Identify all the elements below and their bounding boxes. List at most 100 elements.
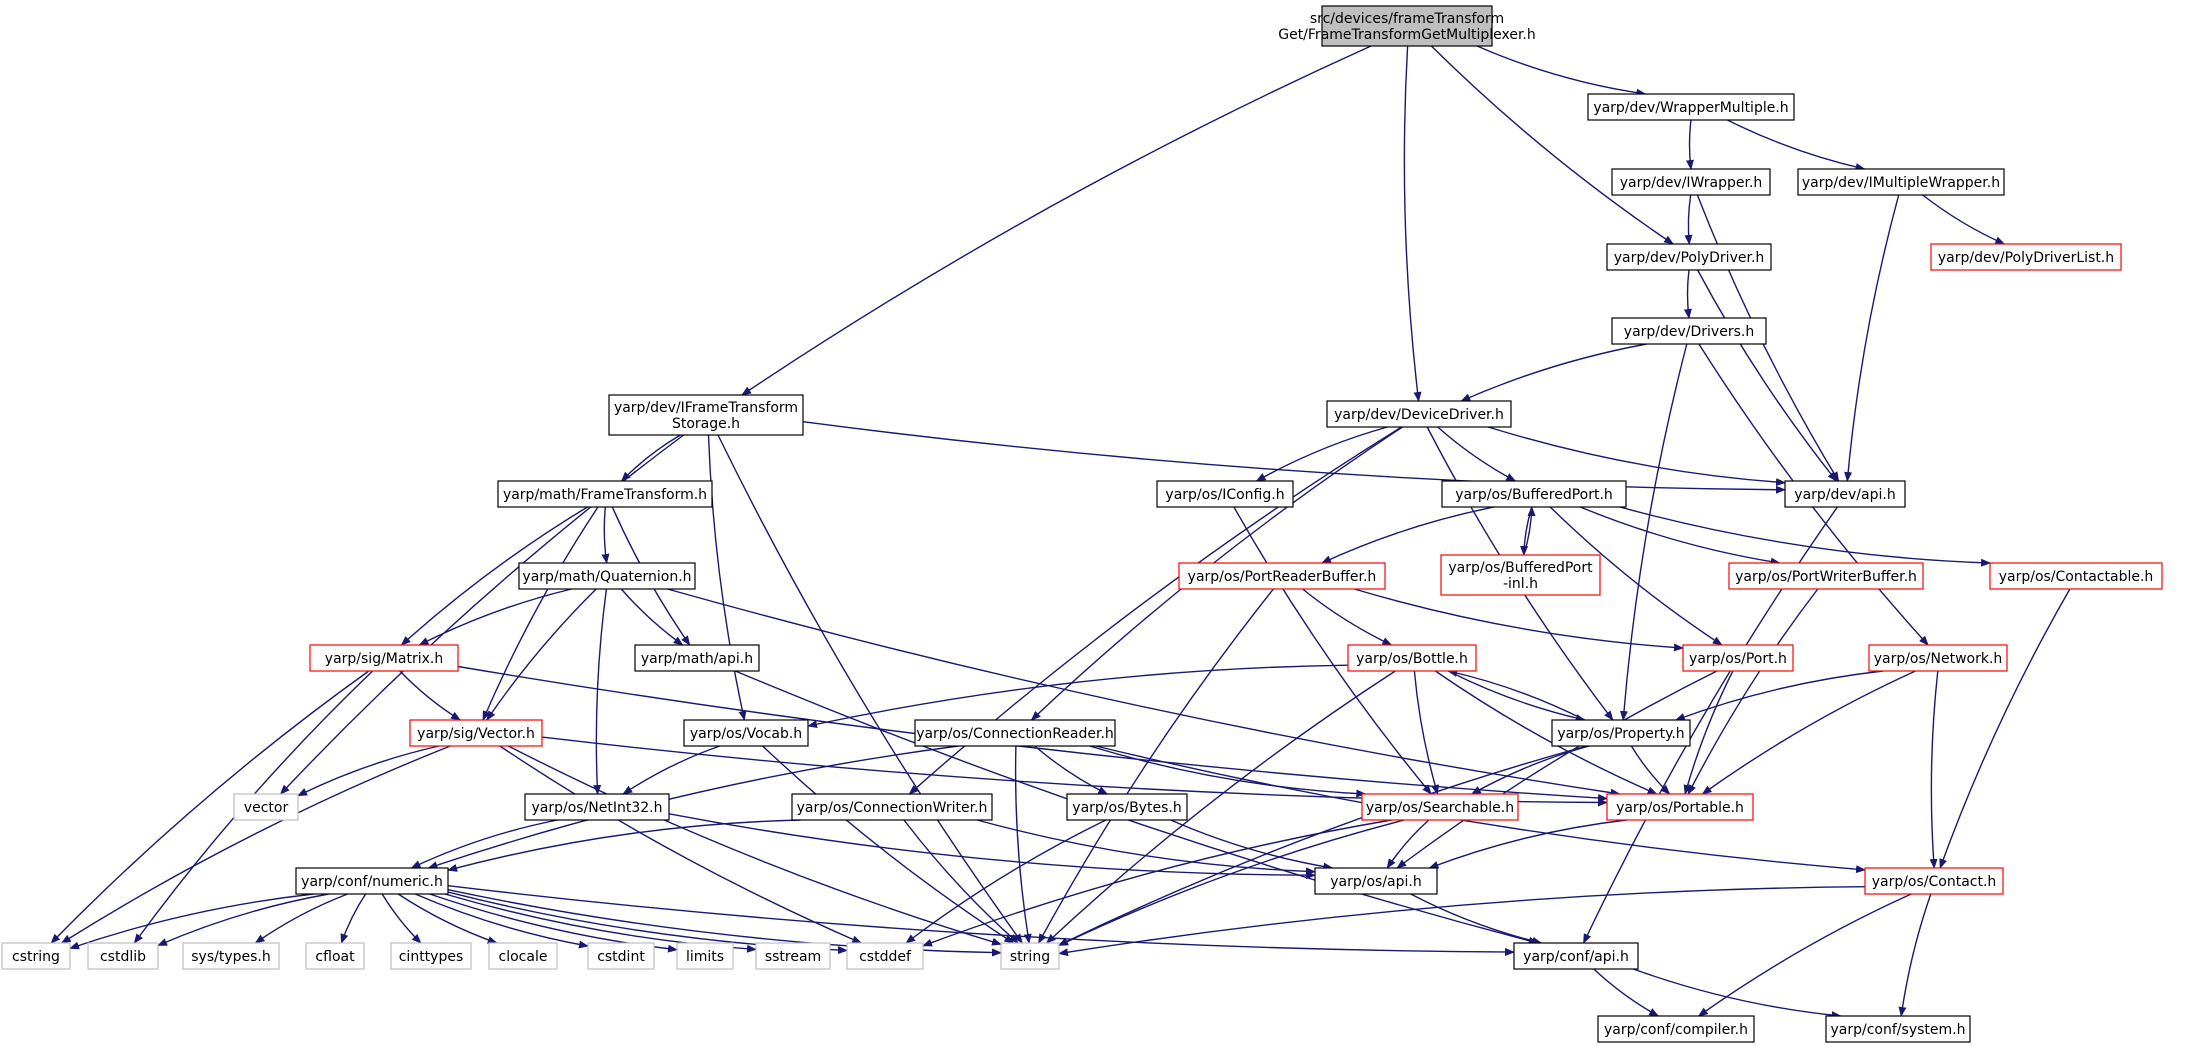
edge-port_writer_buffer-to-portable <box>1687 588 1819 795</box>
node-vocab[interactable]: yarp/os/Vocab.h <box>683 719 809 747</box>
node-port[interactable]: yarp/os/Port.h <box>1682 644 1794 672</box>
node-string[interactable]: string <box>1000 942 1060 970</box>
edge-contact-to-system <box>1898 893 1932 1017</box>
edge-bottle-to-string <box>1045 670 1396 944</box>
node-port-reader-buffer[interactable]: yarp/os/PortReaderBuffer.h <box>1178 562 1386 590</box>
node-property[interactable]: yarp/os/Property.h <box>1551 719 1691 747</box>
edge-connection_reader-to-numeric <box>427 745 959 869</box>
node-os-api[interactable]: yarp/os/api.h <box>1314 867 1438 895</box>
node-label: vector <box>244 800 289 816</box>
node-dev-api[interactable]: yarp/dev/api.h <box>1784 480 1906 508</box>
node-buffered-port-inl[interactable]: yarp/os/BufferedPort-inl.h <box>1440 554 1601 596</box>
node-box <box>634 644 760 672</box>
node-label: yarp/os/ConnectionWriter.h <box>797 800 988 816</box>
edge-connection_reader-to-string <box>1014 745 1032 944</box>
node-label: sstream <box>765 949 821 965</box>
node-label: yarp/os/Portable.h <box>1616 800 1744 816</box>
node-box <box>233 793 299 821</box>
node-box <box>1 942 71 970</box>
node-label: clocale <box>499 949 548 965</box>
node-netint32[interactable]: yarp/os/NetInt32.h <box>524 793 670 821</box>
edge-iwrapper-to-polydriver <box>1684 194 1693 245</box>
node-buffered-port[interactable]: yarp/os/BufferedPort.h <box>1441 480 1627 508</box>
node-portable[interactable]: yarp/os/Portable.h <box>1606 793 1754 821</box>
node-drivers[interactable]: yarp/dev/Drivers.h <box>1611 317 1767 345</box>
edge-property-to-bottle <box>1447 669 1586 721</box>
edge-port_reader_buffer-to-port <box>1354 588 1684 652</box>
node-vector-std[interactable]: vector <box>233 793 299 821</box>
node-cstring[interactable]: cstring <box>1 942 71 970</box>
node-iconfig[interactable]: yarp/os/IConfig.h <box>1156 480 1294 508</box>
node-box <box>87 942 159 970</box>
node-iwrapper[interactable]: yarp/dev/IWrapper.h <box>1611 168 1771 196</box>
edge-connection_writer-to-numeric <box>447 819 801 872</box>
node-label: yarp/conf/compiler.h <box>1604 1022 1748 1038</box>
node-matrix[interactable]: yarp/sig/Matrix.h <box>309 644 459 672</box>
node-label: yarp/os/NetInt32.h <box>531 800 662 816</box>
node-box <box>295 867 449 895</box>
node-limits[interactable]: limits <box>676 942 734 970</box>
node-cinttypes[interactable]: cinttypes <box>390 942 472 970</box>
node-box <box>1441 480 1627 508</box>
node-label: cstdlib <box>100 949 146 965</box>
edge-quaternion-to-math_api <box>620 588 684 646</box>
edge-polydriver-to-dev_api <box>1696 269 1838 482</box>
node-box <box>524 793 670 821</box>
node-quaternion[interactable]: yarp/math/Quaternion.h <box>518 562 696 590</box>
node-box <box>846 942 924 970</box>
edge-port-to-portable <box>1683 670 1734 795</box>
edge-property-to-portable <box>1630 745 1671 795</box>
node-box <box>1797 168 2005 196</box>
node-label: yarp/math/api.h <box>641 651 753 667</box>
node-polydriver[interactable]: yarp/dev/PolyDriver.h <box>1606 243 1772 271</box>
edge-numeric-to-cfloat <box>340 893 367 944</box>
edge-contact-to-string <box>1058 886 1866 957</box>
node-bytes[interactable]: yarp/os/Bytes.h <box>1066 793 1188 821</box>
node-label: cfloat <box>315 949 355 965</box>
node-searchable[interactable]: yarp/os/Searchable.h <box>1361 793 1519 821</box>
node-contactable[interactable]: yarp/os/Contactable.h <box>1989 562 2163 590</box>
node-bottle[interactable]: yarp/os/Bottle.h <box>1347 644 1477 672</box>
node-wrapper-multiple[interactable]: yarp/dev/WrapperMultiple.h <box>1587 93 1795 121</box>
node-label: yarp/conf/api.h <box>1523 949 1629 965</box>
node-cstdint[interactable]: cstdint <box>587 942 655 970</box>
edge-vocab-to-string <box>762 745 1015 944</box>
node-device-driver[interactable]: yarp/dev/DeviceDriver.h <box>1326 400 1512 428</box>
node-network[interactable]: yarp/os/Network.h <box>1868 644 2008 672</box>
edge-vector_h-to-cstring <box>60 745 451 944</box>
node-contact[interactable]: yarp/os/Contact.h <box>1864 867 2004 895</box>
node-polydriverlist[interactable]: yarp/dev/PolyDriverList.h <box>1930 243 2122 271</box>
node-cstdlib[interactable]: cstdlib <box>87 942 159 970</box>
node-frame-transform[interactable]: yarp/math/FrameTransform.h <box>497 480 713 508</box>
node-sstream[interactable]: sstream <box>755 942 831 970</box>
node-math-api[interactable]: yarp/math/api.h <box>634 644 760 672</box>
node-connection-reader[interactable]: yarp/os/ConnectionReader.h <box>914 719 1116 747</box>
node-numeric[interactable]: yarp/conf/numeric.h <box>295 867 449 895</box>
node-cstddef[interactable]: cstddef <box>846 942 924 970</box>
node-sys-types[interactable]: sys/types.h <box>182 942 280 970</box>
node-label: yarp/conf/numeric.h <box>301 874 443 890</box>
node-clocale[interactable]: clocale <box>488 942 558 970</box>
edge-numeric-to-cstdint <box>414 893 589 949</box>
edge-connection_writer-to-os_api <box>976 819 1316 876</box>
node-conf-api[interactable]: yarp/conf/api.h <box>1513 942 1639 970</box>
edge-device_driver-to-iconfig <box>1255 426 1388 482</box>
node-cfloat[interactable]: cfloat <box>305 942 365 970</box>
node-port-writer-buffer[interactable]: yarp/os/PortWriterBuffer.h <box>1728 562 1924 590</box>
node-system[interactable]: yarp/conf/system.h <box>1825 1015 1971 1043</box>
node-box <box>1611 168 1771 196</box>
node-box <box>497 480 713 508</box>
node-label: yarp/conf/system.h <box>1831 1022 1966 1038</box>
node-connection-writer[interactable]: yarp/os/ConnectionWriter.h <box>791 793 993 821</box>
edge-frame_transform-to-vector_h <box>482 506 599 721</box>
node-box <box>1361 793 1519 821</box>
edge-bottle-to-vocab <box>807 664 1349 729</box>
node-box <box>1930 243 2122 271</box>
node-label: yarp/os/IConfig.h <box>1165 487 1284 503</box>
edge-drivers-to-property <box>1619 343 1688 721</box>
node-imultiple-wrapper[interactable]: yarp/dev/IMultipleWrapper.h <box>1797 168 2005 196</box>
node-compiler[interactable]: yarp/conf/compiler.h <box>1597 1015 1755 1043</box>
node-vector-h[interactable]: yarp/sig/Vector.h <box>409 719 543 747</box>
edge-numeric-to-sys_types <box>254 893 348 944</box>
